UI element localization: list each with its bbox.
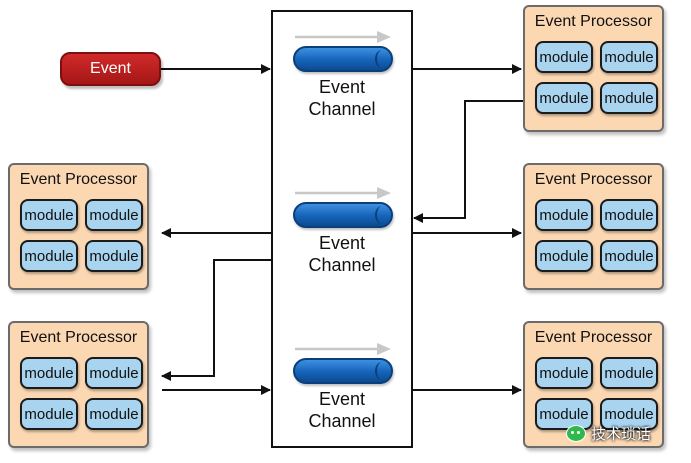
channel-label: Event Channel	[308, 389, 376, 431]
module-box: module	[535, 82, 593, 114]
processor-title: Event Processor	[534, 329, 653, 346]
module-box: module	[600, 199, 658, 231]
processor-title: Event Processor	[534, 13, 653, 30]
module-box: module	[20, 199, 78, 231]
channel-tube-icon	[293, 46, 393, 72]
event-processor: Event Processor module module module mod…	[523, 321, 664, 448]
processor-title: Event Processor	[19, 329, 138, 346]
module-box: module	[600, 398, 658, 430]
processor-title: Event Processor	[534, 171, 653, 188]
module-box: module	[85, 240, 143, 272]
module-box: module	[600, 357, 658, 389]
module-box: module	[600, 41, 658, 73]
arrow-channel-2-to-processor-4	[161, 259, 271, 381]
event-processor: Event Processor module module module mod…	[523, 5, 664, 132]
flow-arrow-icon	[295, 343, 391, 355]
event-channel: Event Channel	[273, 186, 411, 306]
module-box: module	[85, 398, 143, 430]
module-box: module	[535, 357, 593, 389]
module-box: module	[85, 199, 143, 231]
processor-title: Event Processor	[19, 171, 138, 188]
module-box: module	[535, 199, 593, 231]
module-box: module	[600, 240, 658, 272]
channel-tube-icon	[293, 358, 393, 384]
watermark-text: 技术琐话	[591, 425, 652, 443]
module-box: module	[20, 357, 78, 389]
module-box: module	[535, 240, 593, 272]
channel-label: Event Channel	[308, 77, 376, 119]
flow-arrow-icon	[295, 31, 391, 43]
module-box: module	[20, 398, 78, 430]
event-channel: Event Channel	[273, 30, 411, 150]
watermark: 技术琐话	[566, 423, 651, 443]
channel-column: Event Channel Event Channel Event Channe…	[271, 10, 413, 448]
event-source: Event	[60, 52, 161, 86]
event-channel: Event Channel	[273, 342, 411, 462]
event-processor: Event Processor module module module mod…	[8, 321, 149, 448]
module-box: module	[535, 398, 593, 430]
channel-label: Event Channel	[308, 233, 376, 275]
module-box: module	[535, 41, 593, 73]
event-processor: Event Processor module module module mod…	[523, 163, 664, 290]
arrow-processor-1-to-channel-2	[413, 100, 523, 223]
event-label: Event	[90, 60, 131, 77]
wechat-icon	[566, 424, 586, 442]
module-box: module	[20, 240, 78, 272]
module-box: module	[85, 357, 143, 389]
module-box: module	[600, 82, 658, 114]
event-processor: Event Processor module module module mod…	[8, 163, 149, 290]
channel-tube-icon	[293, 202, 393, 228]
flow-arrow-icon	[295, 187, 391, 199]
